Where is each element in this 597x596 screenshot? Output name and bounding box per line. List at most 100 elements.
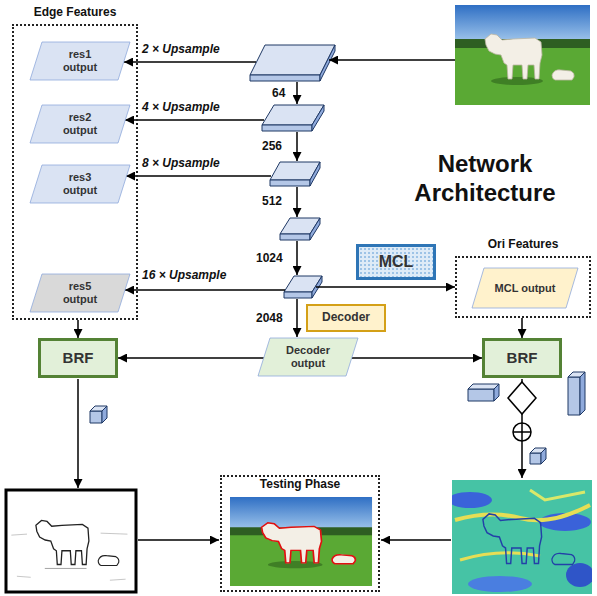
flow-arrow xyxy=(125,119,264,121)
edge-map xyxy=(12,533,127,580)
feature-output: Decoder output xyxy=(258,338,358,376)
feature-cube xyxy=(568,377,580,415)
channel-number: 64 xyxy=(272,86,285,100)
orientation-map xyxy=(460,553,540,560)
fusion-symbol xyxy=(508,382,536,441)
module-box: MCL xyxy=(356,244,436,280)
group-heading: Edge Features xyxy=(14,6,136,20)
node-label: BRF xyxy=(507,349,538,366)
flow-arrow xyxy=(296,132,298,161)
backbone-block xyxy=(280,234,310,240)
feature-cube xyxy=(530,453,541,464)
channel-number: 1024 xyxy=(256,251,283,265)
diagram-title: Network Architecture xyxy=(385,150,585,208)
flow-connector xyxy=(118,357,264,359)
parallelogram-outline xyxy=(30,165,130,203)
feature-output: res1 output xyxy=(30,42,130,80)
node-body: BRF xyxy=(485,341,559,375)
feature-output: MCL output xyxy=(472,268,578,308)
feature-group: Ori FeaturesMCL output xyxy=(455,256,591,318)
node-body: res2 output xyxy=(30,105,130,143)
feature-output: res2 output xyxy=(30,105,130,143)
edge-map xyxy=(45,568,86,569)
feature-output: res5 output xyxy=(30,274,130,312)
result-image xyxy=(262,523,322,563)
flow-connector xyxy=(352,357,482,359)
flow-arrow xyxy=(77,379,79,488)
fusion-box: BRF xyxy=(38,338,118,378)
backbone-block xyxy=(312,105,324,131)
node-label: res5 output xyxy=(52,280,108,305)
fusion-symbol xyxy=(513,423,531,441)
channel-number: 512 xyxy=(262,194,282,208)
flow-arrow xyxy=(521,414,523,423)
flow-arrow xyxy=(521,441,523,478)
backbone-block xyxy=(284,292,312,298)
node-label: MCL xyxy=(379,253,414,271)
group-heading: Ori Features xyxy=(457,238,589,252)
feature-cube xyxy=(90,411,102,423)
parallelogram-outline xyxy=(30,105,130,143)
node-body: Decoder output xyxy=(258,338,358,376)
backbone-block xyxy=(262,125,312,131)
feature-cube xyxy=(102,406,107,423)
channel-number: 256 xyxy=(262,139,282,153)
channel-number: 2048 xyxy=(256,311,283,325)
result-image xyxy=(332,555,355,564)
flow-arrow xyxy=(296,82,298,104)
orientation-map xyxy=(452,492,492,508)
operation-label: 2 × Upsample xyxy=(142,42,220,56)
result-group: Testing Phase xyxy=(220,475,380,592)
flow-arrow xyxy=(296,187,298,217)
operation-label: 4 × Upsample xyxy=(142,100,220,114)
orientation-map xyxy=(530,490,585,500)
input-photo xyxy=(455,5,590,105)
node-body: res3 output xyxy=(30,165,130,203)
backbone-block xyxy=(310,162,320,186)
node-body: res1 output xyxy=(30,42,130,80)
orientation-map xyxy=(452,480,592,594)
node-label: res1 output xyxy=(52,48,108,73)
parallelogram-outline xyxy=(30,42,130,80)
feature-cube xyxy=(580,372,585,415)
feature-cube xyxy=(468,389,494,401)
node-label: MCL output xyxy=(495,282,556,295)
orientation-map xyxy=(455,505,590,520)
node-body: res5 output xyxy=(30,274,130,312)
node-label: res2 output xyxy=(52,111,108,136)
edge-map xyxy=(6,490,136,592)
flow-arrow xyxy=(381,539,451,541)
result-image xyxy=(230,497,372,586)
fusion-symbol xyxy=(508,382,536,414)
backbone-block xyxy=(250,75,320,81)
flow-arrow xyxy=(296,299,298,337)
orientation-map xyxy=(566,563,592,587)
edge-map xyxy=(36,520,89,564)
feature-group: Edge Featuresres1 outputres2 outputres3 … xyxy=(12,24,138,320)
edge-map xyxy=(98,556,119,566)
flow-connector xyxy=(77,320,79,338)
feature-cube xyxy=(90,372,585,464)
module-box: Decoder xyxy=(306,304,386,332)
node-body: Decoder xyxy=(308,306,384,330)
edge-map xyxy=(6,490,136,592)
flow-arrow xyxy=(125,289,285,291)
backbone-block xyxy=(310,218,320,240)
backbone-block xyxy=(320,45,335,81)
feature-cube xyxy=(494,384,499,401)
operation-label: 8 × Upsample xyxy=(142,156,220,170)
node-label: Decoder output xyxy=(280,344,336,369)
orientation-map xyxy=(483,514,575,565)
node-body: MCL output xyxy=(472,268,578,308)
operation-label: 16 × Upsample xyxy=(142,268,226,282)
edge-map xyxy=(12,520,127,580)
orientation-map xyxy=(552,553,575,564)
parallelogram-outline xyxy=(258,338,358,376)
flow-arrow xyxy=(329,59,455,61)
node-body: BRF xyxy=(41,341,115,375)
flow-arrow xyxy=(296,241,298,275)
result-image xyxy=(230,497,372,586)
node-body: MCL xyxy=(359,247,433,277)
flow-arrow xyxy=(316,286,455,288)
